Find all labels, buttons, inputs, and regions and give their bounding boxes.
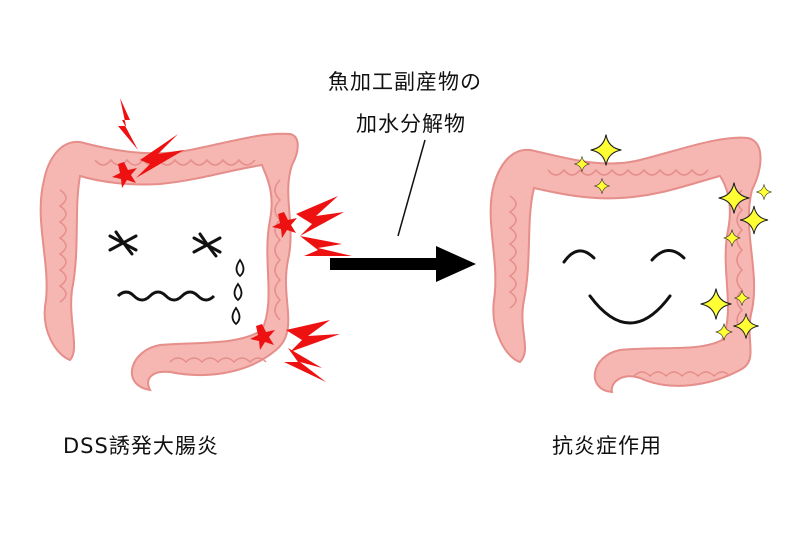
happy-colon-illustration — [489, 134, 772, 394]
lightning-bolt-icon — [118, 98, 352, 382]
process-arrow — [330, 139, 476, 282]
callout-line — [397, 139, 426, 237]
pain-burst-icon — [112, 162, 297, 350]
happy-eye-right — [650, 249, 686, 262]
smile-mouth — [588, 294, 672, 325]
wavy-mouth — [116, 290, 216, 302]
sad-colon-illustration — [39, 98, 352, 392]
right-caption: 抗炎症作用 — [552, 434, 662, 458]
x-eye-left — [108, 230, 138, 256]
left-colon-body — [39, 132, 299, 392]
process-label-line1: 魚加工副産物の — [328, 70, 482, 94]
happy-eye-left — [562, 249, 596, 264]
left-caption: DSS誘発大腸炎 — [63, 434, 219, 458]
process-label-line2: 加水分解物 — [356, 112, 466, 136]
right-colon-body — [489, 136, 762, 394]
tear-drop-icon — [231, 258, 245, 326]
x-eye-right — [192, 232, 222, 258]
